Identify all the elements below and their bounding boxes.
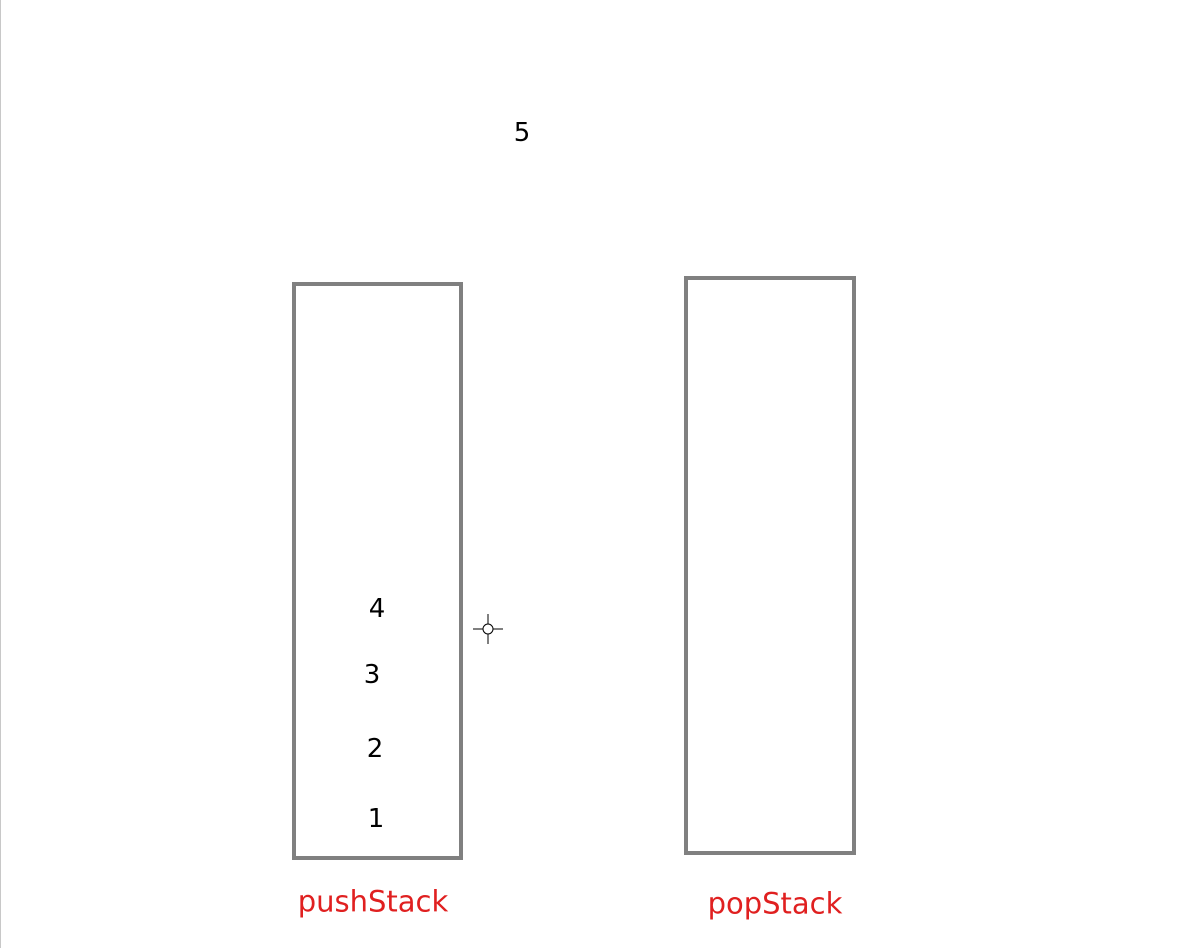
push-stack-item-4: 4 xyxy=(368,594,386,624)
crosshair-cursor-icon xyxy=(473,614,503,644)
pop-stack-box xyxy=(684,276,856,855)
push-stack-item-3: 3 xyxy=(363,660,381,690)
window-left-edge xyxy=(0,0,1,948)
pop-stack-label: popStack xyxy=(707,886,843,921)
push-stack-item-1: 1 xyxy=(367,804,385,834)
push-stack-box xyxy=(292,282,463,860)
incoming-value-5: 5 xyxy=(513,118,531,148)
push-stack-item-2: 2 xyxy=(366,734,384,764)
push-stack-label: pushStack xyxy=(297,884,449,919)
